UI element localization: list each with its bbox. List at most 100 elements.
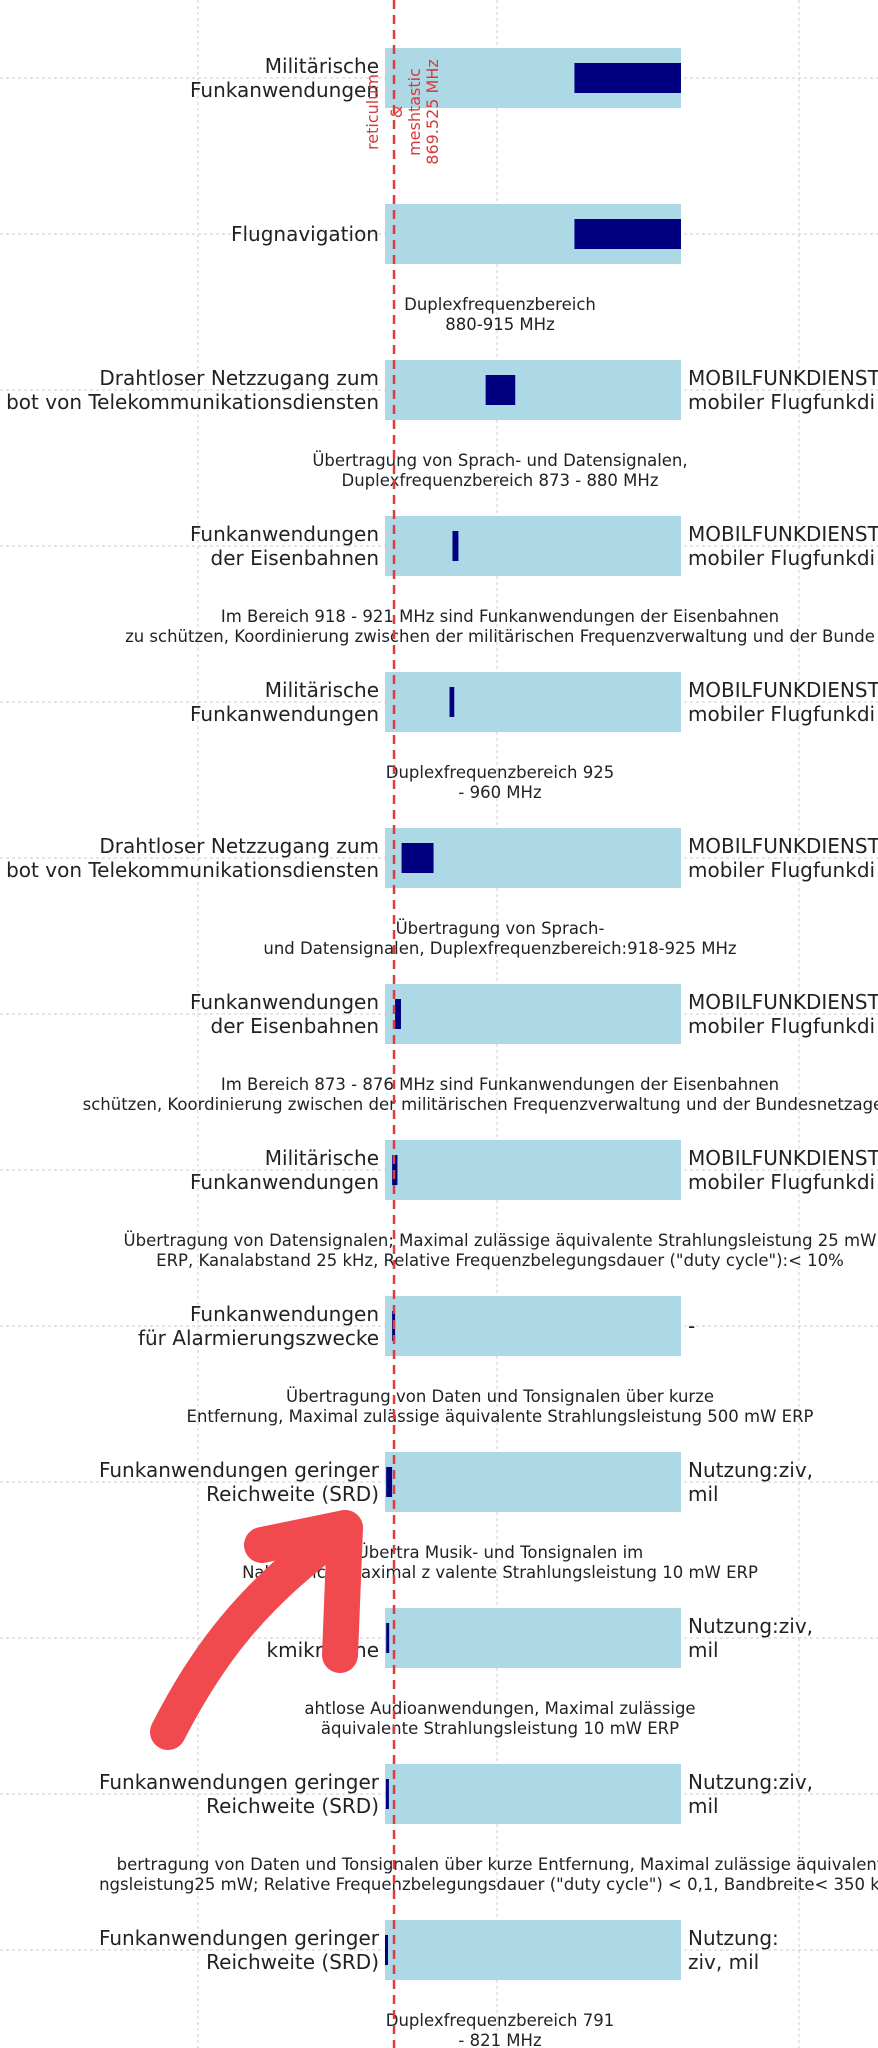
row-note: Übertragung von Sprach-: [396, 919, 605, 938]
band-bar: [395, 999, 401, 1029]
band-rows: MilitärischeFunkanwendungenFlugnavigatio…: [6, 48, 878, 2048]
row-note: ERP, Kanalabstand 25 kHz, Relative Frequ…: [156, 1251, 844, 1270]
row-side-label: mobiler Flugfunkdi: [688, 1170, 875, 1194]
row-note: Duplexfrequenzbereich 791: [386, 2011, 614, 2030]
marker-label-line: meshtastic: [405, 68, 424, 156]
row-note: Übertra Musik- und Tonsignalen im: [357, 1543, 644, 1562]
band-bar: [386, 1467, 393, 1497]
row-label: Funkanwendungen: [190, 78, 379, 102]
row-note: Übertragung von Daten und Tonsignalen üb…: [286, 1387, 714, 1406]
row-note: ahtlose Audioanwendungen, Maximal zuläss…: [304, 1699, 695, 1718]
band-background: [385, 672, 681, 732]
row-label: Militärische: [265, 1146, 379, 1170]
row-label: bot von Telekommunikationsdiensten: [6, 858, 379, 882]
band-background: [385, 984, 681, 1044]
row-label: Drahtloser Netzzugang zum: [99, 834, 379, 858]
row-label: Reichweite (SRD): [206, 1482, 379, 1506]
row-side-label: mil: [688, 1482, 719, 1506]
row-side-label: Nutzung:ziv,: [688, 1770, 813, 1794]
row-note: zu schützen, Koordinierung zwischen der …: [125, 627, 875, 646]
band-background: [385, 1920, 681, 1980]
row-label: Drahtloser Netzzugang zum: [99, 366, 379, 390]
row-side-label: MOBILFUNKDIENST: [688, 366, 878, 390]
row-note: schützen, Koordinierung zwischen der mil…: [83, 1095, 878, 1114]
row-side-label: mobiler Flugfunkdi: [688, 702, 875, 726]
row-note: Duplexfrequenzbereich: [404, 295, 596, 314]
band-background: [385, 516, 681, 576]
band-bar: [574, 63, 681, 93]
row-label: Militärische: [265, 678, 379, 702]
row-note: Im Bereich 873 - 876 MHz sind Funkanwend…: [221, 1075, 779, 1094]
row-note: - 960 MHz: [458, 783, 541, 802]
row-note: bertragung von Daten und Tonsignalen übe…: [117, 1855, 878, 1874]
row-side-label: mil: [688, 1638, 719, 1662]
row-side-label: mobiler Flugfunkdi: [688, 1014, 875, 1038]
row-label: Militärische: [265, 54, 379, 78]
row-label: Funkanwendungen: [190, 990, 379, 1014]
row-note: Im Bereich 918 - 921 MHz sind Funkanwend…: [221, 607, 779, 626]
row-note: und Datensignalen, Duplexfrequenzbereich…: [263, 939, 736, 958]
row-note: Duplexfrequenzbereich 873 - 880 MHz: [342, 471, 659, 490]
row-label: Funkanwendungen geringer: [99, 1770, 380, 1794]
band-background: [385, 1140, 681, 1200]
row-side-label: Nutzung:ziv,: [688, 1614, 813, 1638]
row-side-label: Nutzung:: [688, 1926, 779, 1950]
band-background: [385, 1764, 681, 1824]
arrow-head: [244, 1510, 363, 1673]
hand-drawn-arrow: [150, 1510, 363, 1750]
arrow-shaft: [150, 1510, 363, 1750]
row-side-label: MOBILFUNKDIENST: [688, 1146, 878, 1170]
marker-label-line: 869.525 MHz: [423, 59, 442, 164]
row-label: Funkanwendungen: [190, 522, 379, 546]
row-label: Funkanwendungen: [190, 702, 379, 726]
row-label: der Eisenbahnen: [211, 546, 379, 570]
row-label: der Eisenbahnen: [211, 1014, 379, 1038]
band-bar: [574, 219, 681, 249]
row-side-label: MOBILFUNKDIENST: [688, 678, 878, 702]
row-side-label: mobiler Flugfunkdi: [688, 390, 875, 414]
band-bar: [385, 1935, 388, 1965]
row-note: ngsleistung25 mW; Relative Frequenzbeleg…: [99, 1875, 878, 1894]
row-label: Funkanwendungen geringer: [99, 1458, 380, 1482]
row-label: Flugnavigation: [231, 222, 379, 246]
row-label: bot von Telekommunikationsdiensten: [6, 390, 379, 414]
row-side-label: mobiler Flugfunkdi: [688, 858, 875, 882]
band-background: [385, 1296, 681, 1356]
band-bar: [485, 375, 516, 405]
band-bar: [449, 687, 455, 717]
band-background: [385, 828, 681, 888]
row-label: Reichweite (SRD): [206, 1950, 379, 1974]
row-note: Übertragung von Datensignalen; Maximal z…: [124, 1231, 877, 1250]
row-note: äquivalente Strahlungsleistung 10 mW ERP: [321, 1719, 679, 1738]
row-label: Reichweite (SRD): [206, 1794, 379, 1818]
marker-label-line: reticulum: [363, 74, 382, 150]
row-side-label: mobiler Flugfunkdi: [688, 546, 875, 570]
row-note: Entfernung, Maximal zulässige äquivalent…: [187, 1407, 814, 1426]
band-background: [385, 360, 681, 420]
row-note: Übertragung von Sprach- und Datensignale…: [312, 451, 687, 470]
row-side-label: -: [688, 1314, 695, 1338]
row-side-label: ziv, mil: [688, 1950, 759, 1974]
band-bar: [386, 1623, 390, 1653]
band-background: [385, 1608, 681, 1668]
row-label: Funkanwendungen: [190, 1170, 379, 1194]
row-note: Duplexfrequenzbereich 925: [386, 763, 614, 782]
row-label: Funkanwendungen geringer: [99, 1926, 380, 1950]
row-side-label: Nutzung:ziv,: [688, 1458, 813, 1482]
band-bar: [452, 531, 459, 561]
band-bar: [385, 1779, 389, 1809]
row-side-label: MOBILFUNKDIENST: [688, 990, 878, 1014]
row-note: - 821 MHz: [458, 2031, 541, 2048]
row-note: Nahbereich, Maximal z valente Strahlungs…: [242, 1563, 758, 1582]
row-label: für Alarmierungszwecke: [138, 1326, 379, 1350]
marker-label-line: &: [387, 106, 406, 118]
row-side-label: mil: [688, 1794, 719, 1818]
row-note: 880-915 MHz: [445, 315, 555, 334]
row-side-label: MOBILFUNKDIENST: [688, 522, 878, 546]
band-background: [385, 1452, 681, 1512]
row-side-label: MOBILFUNKDIENST: [688, 834, 878, 858]
row-label: Funkanwendungen: [190, 1302, 379, 1326]
